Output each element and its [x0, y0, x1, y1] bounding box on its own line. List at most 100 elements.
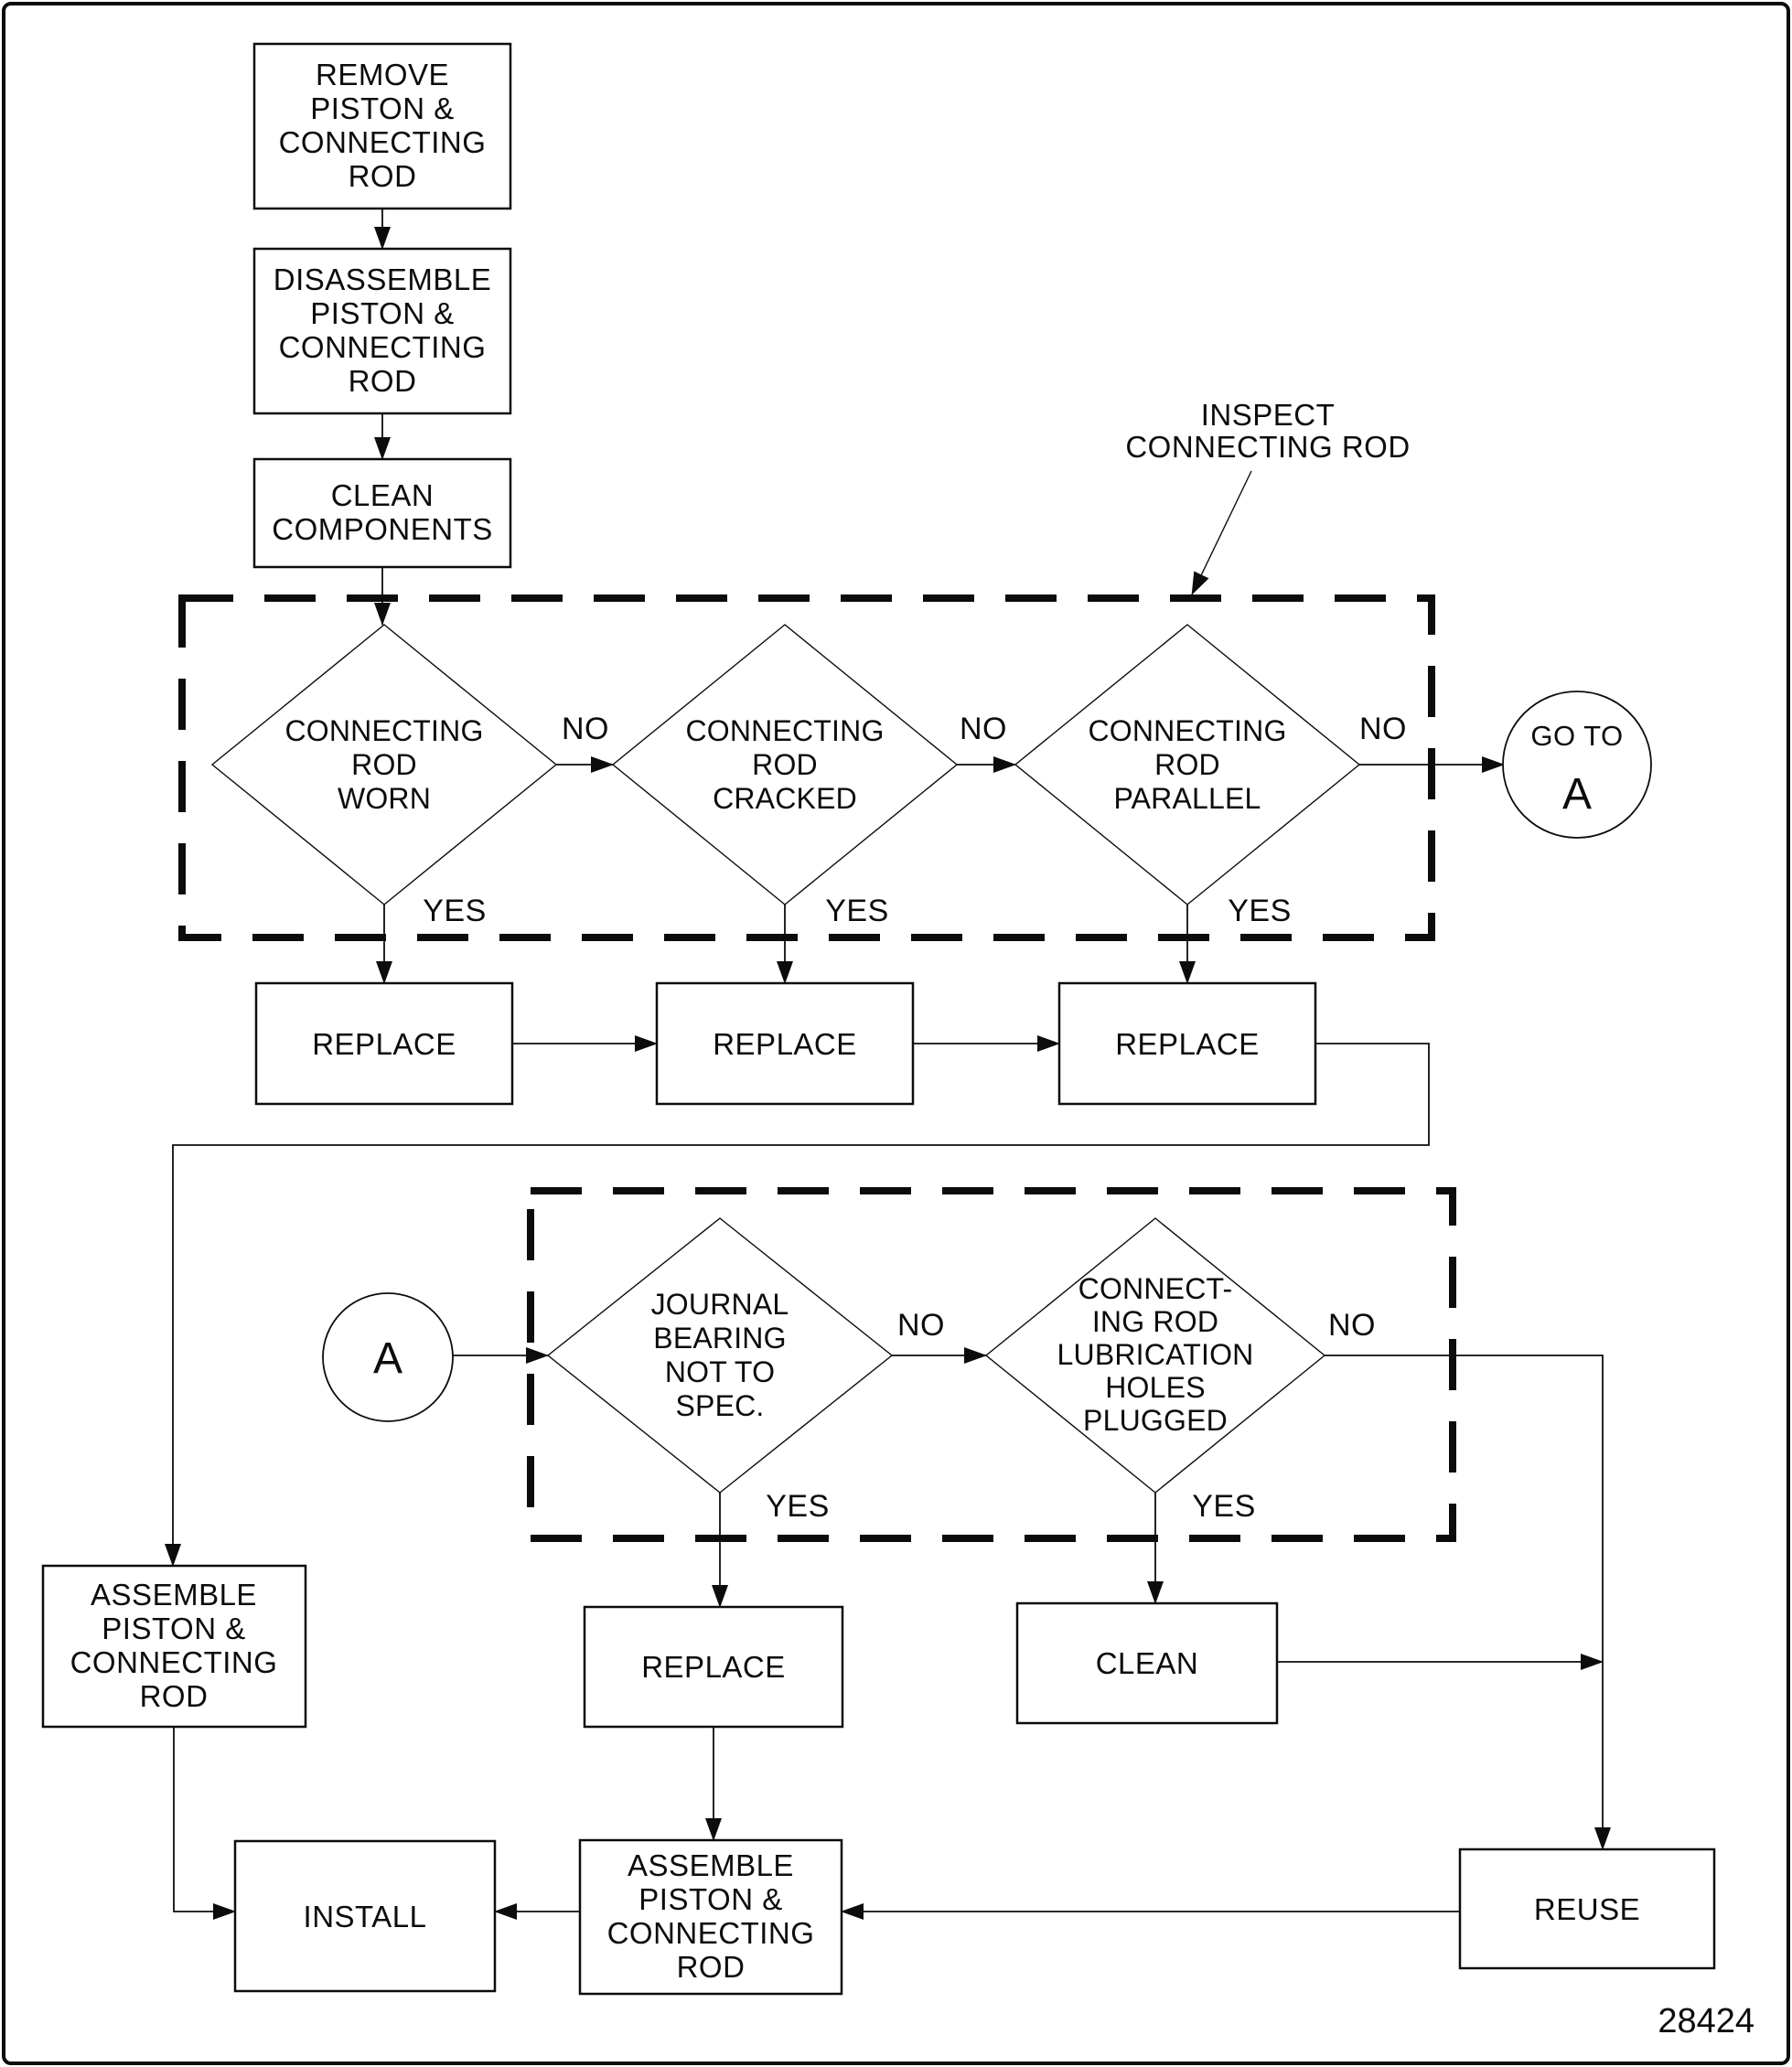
label-yes-journal: YES — [766, 1489, 830, 1524]
decision-rod-parallel-line: PARALLEL — [1113, 782, 1261, 815]
process-assemble-bottom: ASSEMBLE PISTON & CONNECTING ROD — [578, 1838, 843, 1996]
connector-a-letter: A — [373, 1334, 402, 1383]
decision-journal-line: BEARING — [653, 1322, 786, 1355]
label-no-journal: NO — [897, 1308, 945, 1343]
process-remove-line: REMOVE — [316, 58, 449, 91]
process-remove-line: ROD — [349, 159, 417, 193]
process-replace-bearing-label: REPLACE — [641, 1650, 786, 1684]
decision-rod-cracked-line: ROD — [752, 748, 818, 781]
process-assemble-bottom-line: ASSEMBLE — [628, 1848, 794, 1882]
process-assemble-left: ASSEMBLE PISTON & CONNECTING ROD — [41, 1564, 307, 1729]
process-assemble-left-line: ROD — [140, 1679, 209, 1713]
decision-rod-worn-shape — [210, 624, 558, 905]
label-no-parallel: NO — [1359, 712, 1407, 746]
decision-journal-line: JOURNAL — [651, 1288, 789, 1321]
process-replace-parallel: REPLACE — [1057, 981, 1317, 1106]
process-remove-line: CONNECTING — [279, 125, 487, 159]
process-assemble-left-line: PISTON & — [102, 1612, 245, 1645]
process-clean-components-box — [252, 457, 512, 569]
decision-rod-cracked-line: CRACKED — [713, 782, 857, 815]
inspect-region-2 — [527, 1187, 1456, 1542]
decision-journal-bearing: JOURNAL BEARING NOT TO SPEC. — [546, 1217, 894, 1494]
label-no-lubrication: NO — [1328, 1308, 1376, 1343]
label-no-worn: NO — [562, 712, 609, 746]
process-replace-cracked-box — [655, 981, 915, 1106]
process-disassemble-line: CONNECTING — [279, 330, 487, 364]
process-reuse-box — [1458, 1847, 1716, 1970]
decision-rod-worn-line: ROD — [351, 748, 417, 781]
decision-rod-parallel: CONNECTING ROD PARALLEL — [1014, 624, 1361, 905]
process-remove-line: PISTON & — [310, 91, 454, 125]
process-assemble-left-box — [41, 1564, 307, 1729]
process-assemble-left-line: CONNECTING — [70, 1645, 278, 1679]
process-replace-cracked-label: REPLACE — [713, 1027, 857, 1061]
process-clean-holes: CLEAN — [1015, 1601, 1279, 1725]
process-reuse: REUSE — [1458, 1847, 1716, 1970]
label-yes-cracked: YES — [825, 894, 889, 928]
process-disassemble-piston: DISASSEMBLE PISTON & CONNECTING ROD — [252, 247, 512, 415]
process-assemble-left-line: ASSEMBLE — [91, 1578, 257, 1612]
label-no-cracked: NO — [960, 712, 1007, 746]
decision-rod-worn: CONNECTING ROD WORN — [210, 624, 558, 905]
process-replace-worn: REPLACE — [254, 981, 514, 1106]
process-remove-piston-box — [252, 42, 512, 210]
connector-a-circle — [322, 1292, 454, 1422]
process-install-box — [233, 1839, 497, 1993]
process-install-label: INSTALL — [304, 1900, 427, 1933]
decision-lubrication-line: LUBRICATION — [1057, 1338, 1254, 1371]
decision-rod-parallel-line: CONNECTING — [1088, 714, 1286, 747]
decision-journal-line: SPEC. — [675, 1389, 764, 1422]
label-yes-lubrication: YES — [1192, 1489, 1256, 1524]
process-disassemble-line: PISTON & — [310, 296, 454, 330]
process-replace-cracked: REPLACE — [655, 981, 915, 1106]
connector-goto-a-text: GO TO — [1530, 720, 1623, 752]
process-replace-worn-label: REPLACE — [312, 1027, 456, 1061]
edges — [165, 209, 1611, 1920]
edge-assemble-left-to-install — [173, 1727, 236, 1920]
process-replace-parallel-label: REPLACE — [1115, 1027, 1260, 1061]
decision-journal-line: NOT TO — [665, 1355, 775, 1388]
decision-rod-worn-line: CONNECTING — [284, 714, 483, 747]
process-replace-worn-box — [254, 981, 514, 1106]
process-reuse-label: REUSE — [1534, 1892, 1640, 1926]
process-remove-piston: REMOVE PISTON & CONNECTING ROD — [252, 42, 512, 210]
connector-goto-a: GO TO A — [1502, 691, 1652, 839]
decision-lubrication-line: PLUGGED — [1083, 1404, 1228, 1437]
process-disassemble-box — [252, 247, 512, 415]
label-yes-worn: YES — [423, 894, 487, 928]
annotation-inspect-connecting-rod: INSPECT CONNECTING ROD — [1125, 398, 1410, 595]
annotation-line-1: INSPECT — [1201, 398, 1336, 432]
process-disassemble-line: ROD — [349, 364, 417, 398]
figure-number: 28424 — [1658, 2002, 1754, 2040]
decision-journal-bearing-shape — [546, 1217, 894, 1494]
decision-lubrication-line: CONNECT- — [1078, 1272, 1233, 1305]
process-replace-bearing: REPLACE — [583, 1605, 844, 1729]
decision-lubrication-shape — [984, 1217, 1326, 1494]
decision-rod-cracked-line: CONNECTING — [685, 714, 884, 747]
process-disassemble-line: DISASSEMBLE — [274, 262, 491, 296]
decision-lubrication-line: ING ROD — [1092, 1305, 1218, 1338]
process-assemble-bottom-line: ROD — [677, 1950, 746, 1984]
process-clean-components-line: COMPONENTS — [272, 512, 493, 546]
process-clean-holes-box — [1015, 1601, 1279, 1725]
process-replace-bearing-box — [583, 1605, 844, 1729]
decision-rod-cracked: CONNECTING ROD CRACKED — [611, 624, 959, 905]
process-assemble-bottom-line: PISTON & — [638, 1882, 782, 1916]
edge-labels: NO NO NO YES YES YES NO NO YES YES — [423, 712, 1407, 1524]
edge-lubrication-no-reuse — [1325, 1355, 1611, 1850]
decision-rod-parallel-line: ROD — [1154, 748, 1220, 781]
decision-rod-worn-line: WORN — [338, 782, 431, 815]
decision-lubrication-line: HOLES — [1105, 1371, 1205, 1404]
process-replace-parallel-box — [1057, 981, 1317, 1106]
process-clean-holes-label: CLEAN — [1096, 1646, 1199, 1680]
connector-goto-a-circle — [1502, 691, 1652, 839]
annotation-leader-arrow — [1191, 470, 1252, 595]
process-assemble-bottom-box — [578, 1838, 843, 1996]
process-clean-components-line: CLEAN — [331, 478, 435, 512]
annotation-line-2: CONNECTING ROD — [1125, 430, 1410, 464]
connector-a: A — [322, 1292, 454, 1422]
process-install: INSTALL — [233, 1839, 497, 1993]
connector-goto-a-letter: A — [1562, 770, 1592, 819]
